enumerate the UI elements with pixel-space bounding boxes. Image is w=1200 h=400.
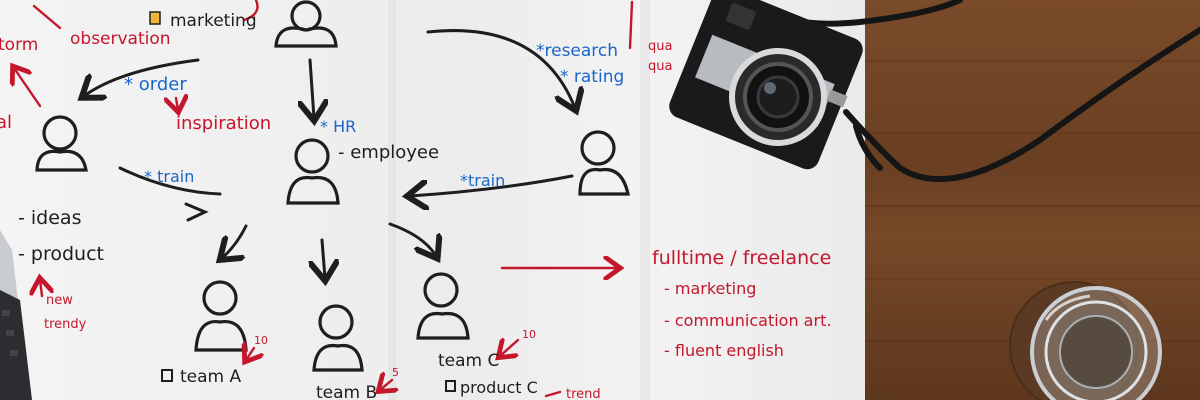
label-ideas: - ideas <box>18 207 81 229</box>
label-rating: * rating <box>560 67 624 87</box>
person-team-b-icon <box>312 304 364 372</box>
label-hr: * HR <box>320 117 356 136</box>
list-item-marketing: - marketing <box>664 279 756 298</box>
person-team-c-icon <box>416 272 470 340</box>
list-item-english: - fluent english <box>664 341 784 360</box>
water-glass <box>1009 281 1162 400</box>
label-observation: observation <box>70 29 171 49</box>
label-new: new <box>46 293 73 308</box>
label-train-right: *train <box>460 171 505 190</box>
laptop <box>0 230 32 400</box>
num-team-b: 5 <box>392 366 399 379</box>
label-product: - product <box>18 243 104 265</box>
num-team-c: 10 <box>522 328 536 341</box>
label-research: *research <box>536 41 618 61</box>
person-employee-icon <box>286 138 340 205</box>
label-team-b: team B <box>316 383 377 400</box>
label-fulltime: fulltime / freelance <box>652 247 831 269</box>
label-team-a: team A <box>180 367 242 387</box>
people-icons <box>35 0 630 372</box>
flow-arrows <box>84 29 575 278</box>
label-employee: - employee <box>338 142 439 163</box>
label-storm: torm <box>0 35 38 55</box>
label-al: al <box>0 112 12 133</box>
checkbox-product-c-icon <box>445 380 456 392</box>
label-trendy: trendy <box>44 317 87 332</box>
camera <box>669 0 863 170</box>
red-marks <box>14 0 634 398</box>
list-item-communication: - communication art. <box>664 311 831 330</box>
person-right-icon <box>578 130 630 196</box>
label-marketing-top: marketing <box>170 11 257 31</box>
label-inspiration: inspiration <box>176 113 271 134</box>
label-team-c: team C <box>438 351 499 371</box>
person-top-icon <box>274 0 338 48</box>
label-product-c: product C <box>460 378 538 397</box>
checkbox-marketing-icon <box>149 11 161 25</box>
num-team-a: 10 <box>254 334 268 347</box>
label-trend: trend <box>566 387 601 400</box>
checkbox-team-a-icon <box>161 369 173 382</box>
label-qua-1: qua <box>648 39 672 54</box>
label-qua-2: qua <box>648 59 672 74</box>
label-order: * order <box>124 74 187 95</box>
person-left-icon <box>35 115 88 172</box>
label-train-left: * train <box>144 167 194 186</box>
person-team-a-icon <box>194 280 248 352</box>
